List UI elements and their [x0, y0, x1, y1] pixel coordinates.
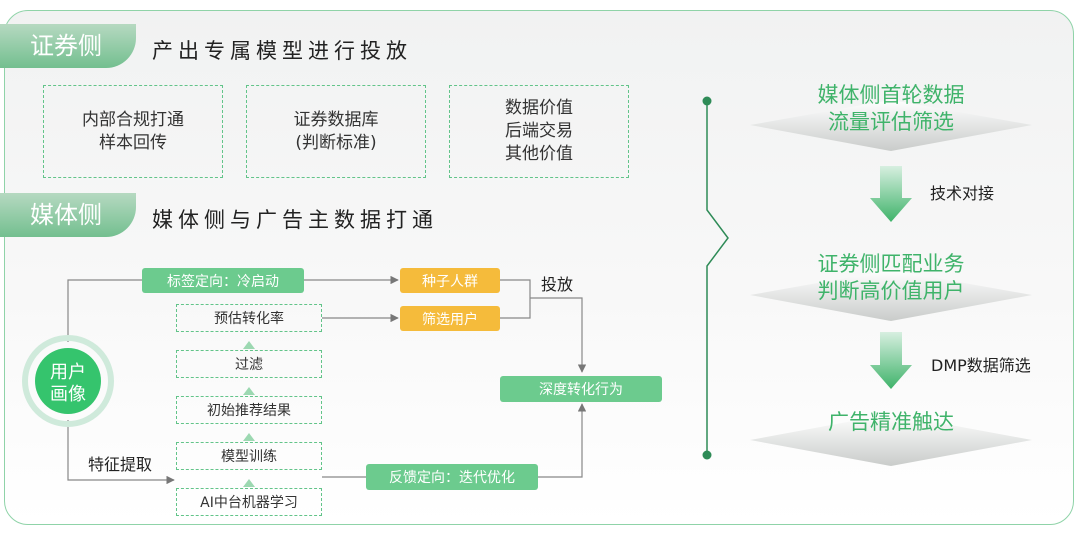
- portrait-to-label-line: [67, 279, 142, 342]
- funnel-stage-1-shape: [750, 100, 1032, 151]
- portrait-ring: [22, 335, 114, 427]
- portrait-to-ai-arrow: [67, 420, 175, 485]
- ai-platform-box: AI中台机器学习: [176, 488, 322, 516]
- securities-section-title: 产出专属模型进行投放: [152, 39, 412, 63]
- seed-crowd-box: 种子人群: [400, 268, 500, 293]
- label-targeting-box: 标签定向：冷启动: [142, 268, 304, 293]
- filtered-users-box: 筛选用户: [400, 306, 500, 331]
- funnel-stage-2-shape: [750, 270, 1032, 321]
- up-arrow-icon: [243, 341, 255, 349]
- securities-side-tag: 证券侧: [0, 24, 136, 68]
- media-section-title: 媒体侧与广告主数据打通: [152, 208, 438, 232]
- media-side-tag: 媒体侧: [0, 193, 136, 237]
- portrait-circle: [35, 348, 101, 414]
- down-arrow-1-icon: [870, 166, 912, 222]
- compliance-box: 内部合规打通 样本回传: [43, 85, 223, 178]
- feature-extraction-label: 特征提取: [88, 455, 153, 474]
- tech-docking-label: 技术对接: [930, 184, 995, 203]
- divider-line: [706, 101, 729, 455]
- down-arrow-2-icon: [870, 332, 912, 389]
- merge-bracket: [500, 279, 531, 319]
- filter-box: 过滤: [176, 350, 322, 378]
- funnel-step-2-label: 证券侧匹配业务 判断高价值用户: [817, 252, 965, 303]
- funnel-step-1-label: 媒体侧首轮数据 流量评估筛选: [817, 83, 965, 134]
- up-arrow-icon: [243, 479, 255, 487]
- funnel-stage-3-shape: [750, 414, 1032, 466]
- securities-database-box: 证券数据库 (判断标准): [246, 85, 426, 178]
- deep-conversion-box: 深度转化行为: [500, 376, 662, 402]
- initial-recommend-box: 初始推荐结果: [176, 396, 322, 424]
- user-portrait-label: 用户 画像: [50, 362, 86, 405]
- merge-to-deep-arrow: [530, 297, 587, 373]
- divider-bottom-dot: [702, 450, 712, 460]
- predict-conversion-box: 预估转化率: [176, 304, 322, 332]
- data-value-box: 数据价值 后端交易 其他价值: [449, 85, 629, 178]
- funnel-step-3-label: 广告精准触达: [828, 410, 954, 434]
- up-arrow-icon: [243, 433, 255, 441]
- up-arrow-icon: [243, 387, 255, 395]
- feedback-to-deep-arrow: [538, 403, 587, 478]
- dmp-filter-label: DMP数据筛选: [931, 356, 1031, 375]
- placement-label: 投放: [541, 275, 574, 294]
- feedback-targeting-box: 反馈定向：迭代优化: [366, 464, 538, 490]
- model-training-box: 模型训练: [176, 442, 322, 470]
